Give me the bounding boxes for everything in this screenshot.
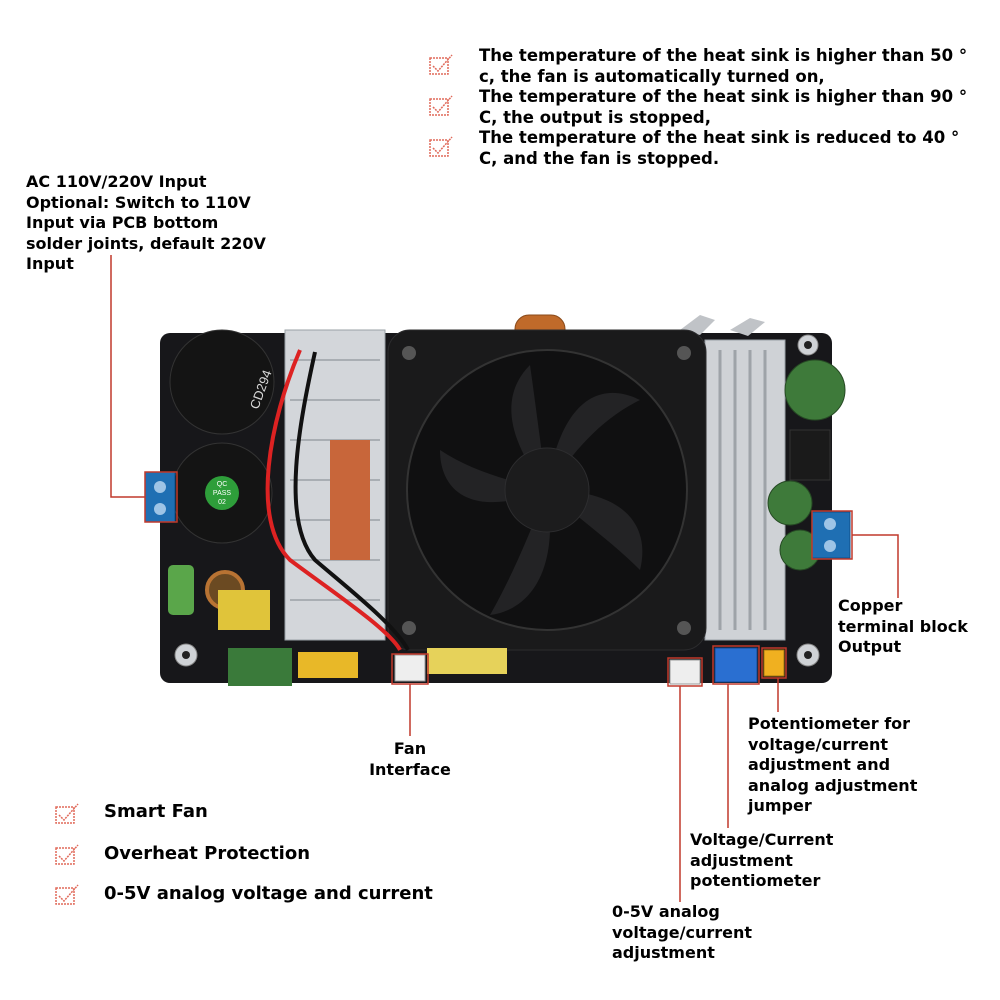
callout-vc-potentiometer: Voltage/Current adjustment potentiometer [690,830,834,890]
feature-overheat-protection: Overheat Protection [104,843,311,864]
callout-line-ac-input [110,255,145,498]
callout-box-fan [391,653,429,685]
svg-text:PASS: PASS [213,490,231,497]
callout-analog-adjustment: 0-5V analog voltage/current adjustment [612,902,753,962]
temperature-note-2: The temperature of the heat sink is high… [479,87,968,127]
checkmark-icon [429,95,453,116]
checkmark-icon [55,803,79,824]
callout-line-output [852,534,899,598]
checkmark-icon [429,136,453,157]
component [168,565,194,615]
callout-ac-input: AC 110V/220V Input Optional: Switch to 1… [26,172,266,273]
fan-connector [394,654,426,682]
potentiometer [714,647,758,683]
checkmark-icon [429,54,453,75]
temperature-note-1: The temperature of the heat sink is high… [479,46,968,86]
temperature-note-3: The temperature of the heat sink is redu… [479,128,960,168]
callout-potentiometer-jumper: Potentiometer for voltage/current adjust… [748,714,918,815]
feature-analog-control: 0-5V analog voltage and current [104,883,433,904]
checkmark-icon [55,844,79,865]
callout-box-jumper [761,647,787,679]
jumper [763,649,785,677]
callout-box-ac-input [144,471,178,523]
qc-pass-badge [205,476,239,510]
callout-copper-output: Copper terminal block Output [838,596,968,656]
checkmark-icon [55,884,79,905]
feature-smart-fan: Smart Fan [104,801,208,822]
capacitor [169,329,275,435]
component [228,648,292,686]
component [427,648,507,674]
svg-text:QC: QC [217,481,228,488]
callout-fan-interface: Fan Interface [369,739,451,779]
callout-box-output [811,510,853,560]
component [218,590,270,630]
callout-box-analog [667,657,703,687]
analog-connector [669,659,701,685]
capacitor [784,359,846,421]
component [298,652,358,678]
callout-box-pot [712,645,760,685]
component [330,440,370,560]
svg-text:02: 02 [218,499,226,506]
